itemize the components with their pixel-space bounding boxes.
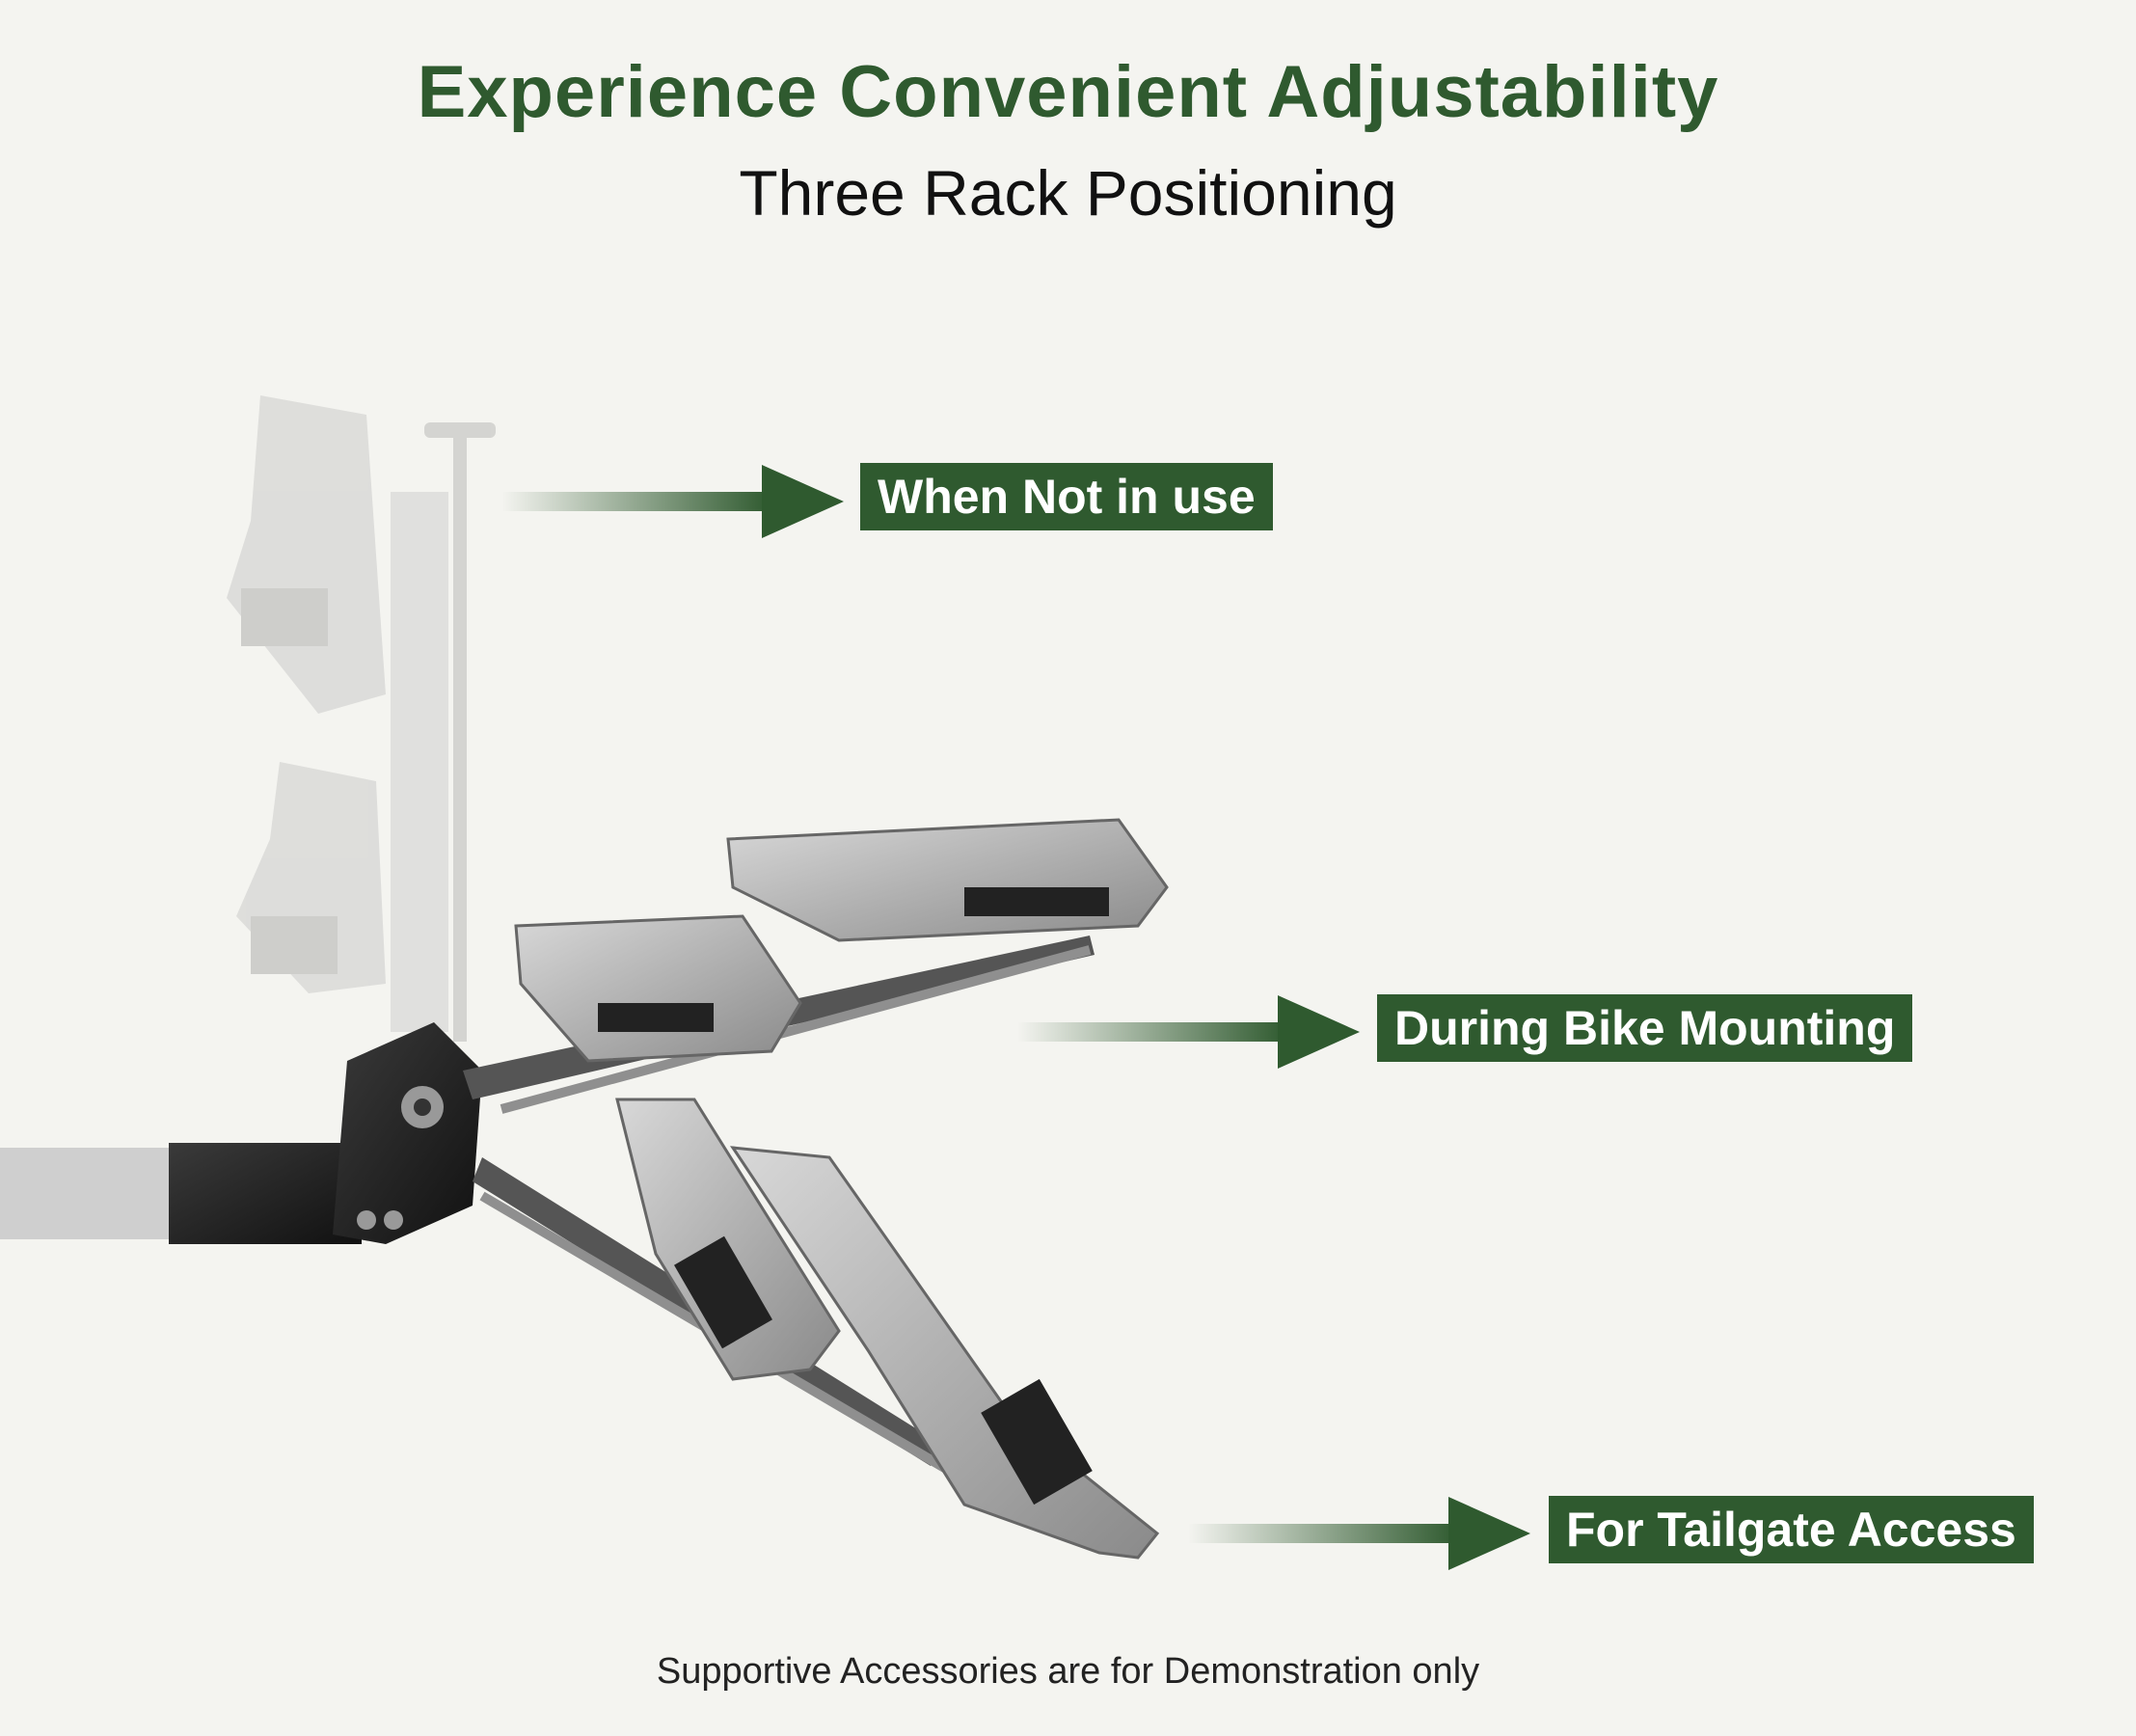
callout-label: For Tailgate Access bbox=[1549, 1496, 2034, 1563]
arrow-right-icon bbox=[501, 465, 844, 538]
callout-label: During Bike Mounting bbox=[1377, 994, 1913, 1062]
tray-back bbox=[726, 818, 1169, 942]
rack-mounting-position bbox=[463, 818, 1169, 1114]
tray-upper bbox=[227, 395, 386, 714]
tray-front bbox=[514, 914, 802, 1063]
rack-upright-position bbox=[227, 395, 496, 1042]
tray-lower-front bbox=[615, 1098, 841, 1381]
callout-label: When Not in use bbox=[860, 463, 1273, 530]
arrow-right-icon bbox=[1188, 1497, 1530, 1570]
bike-rack-illustration bbox=[0, 395, 1169, 1560]
page-title: Experience Convenient Adjustability bbox=[417, 51, 1719, 133]
tray-lower bbox=[236, 762, 386, 993]
hitch-bar bbox=[0, 1143, 362, 1244]
pivot-bracket bbox=[333, 1022, 482, 1244]
page-subtitle: Three Rack Positioning bbox=[739, 157, 1397, 229]
footnote: Supportive Accessories are for Demonstra… bbox=[656, 1651, 1480, 1692]
rack-tailgate-position bbox=[473, 1098, 1160, 1560]
arrow-right-icon bbox=[1017, 995, 1360, 1069]
tray-lower-back bbox=[729, 1146, 1160, 1560]
